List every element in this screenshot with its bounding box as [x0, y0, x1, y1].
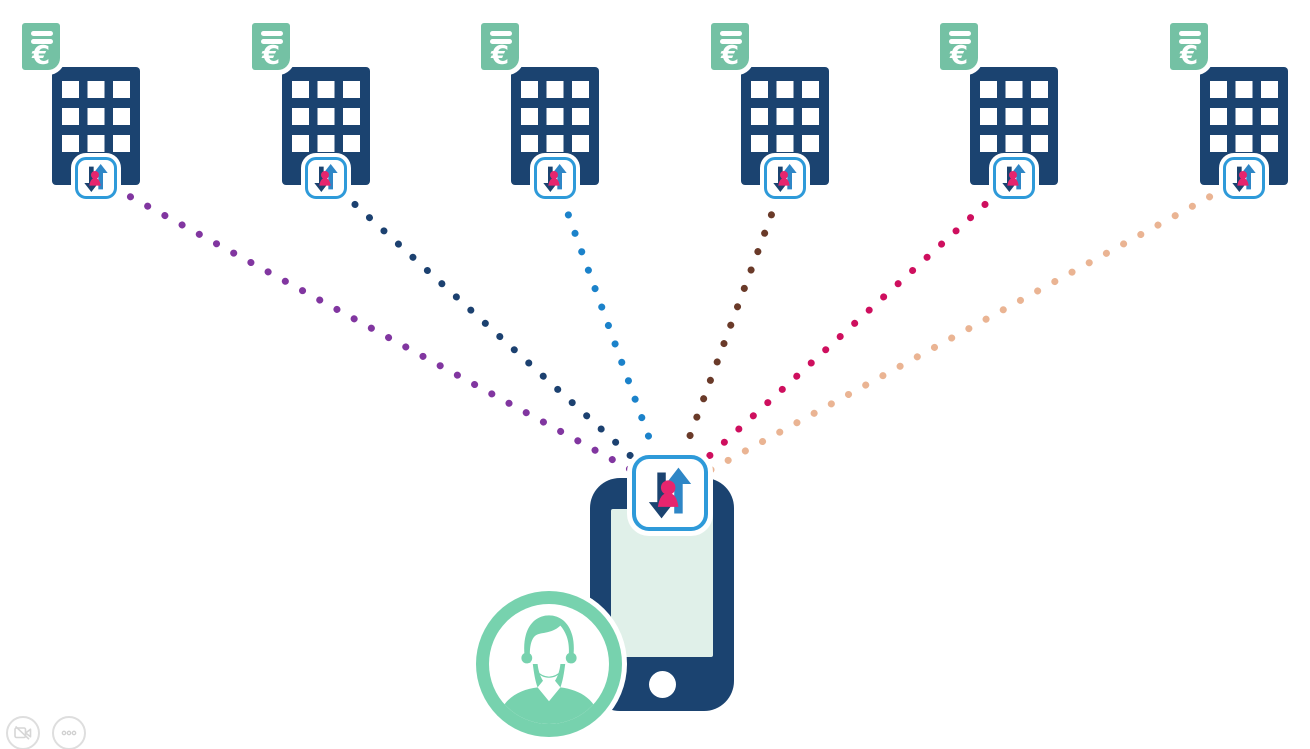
transfer-arrows-person-icon: [1228, 162, 1260, 194]
transfer-arrows-person-icon: [310, 162, 342, 194]
invoice-text-line: [720, 31, 742, 36]
invoice-text-line: [949, 39, 971, 44]
dotted-connection-1: [92, 174, 672, 494]
euro-symbol: €: [949, 41, 969, 71]
person-face-icon: [489, 604, 609, 724]
call-controls: [6, 716, 86, 749]
more-options-icon: [59, 723, 79, 743]
invoice-text-line: [490, 39, 512, 44]
invoice-text-line: [1179, 31, 1201, 36]
supplier-building-3: €: [481, 23, 601, 205]
invoice-text-line: [1179, 39, 1201, 44]
transfer-arrows-person-icon: [998, 162, 1030, 194]
transfer-arrows-person-icon: [641, 464, 699, 522]
euro-symbol: €: [261, 41, 281, 71]
invoice-euro-icon: €: [711, 23, 749, 70]
dotted-connection-4: [666, 174, 789, 494]
exchange-app-icon: [993, 157, 1035, 199]
central-exchange-app-icon: [632, 455, 708, 531]
supplier-building-4: €: [711, 23, 831, 205]
invoice-euro-icon: €: [1170, 23, 1208, 70]
avatar-inner-circle: [489, 604, 609, 724]
invoice-text-line: [31, 39, 53, 44]
dotted-connection-6: [670, 174, 1248, 494]
euro-symbol: €: [720, 41, 740, 71]
more-options-button[interactable]: [52, 716, 86, 749]
transfer-arrows-person-icon: [539, 162, 571, 194]
invoice-text-line: [949, 31, 971, 36]
supplier-building-5: €: [940, 23, 1060, 205]
exchange-app-icon: [534, 157, 576, 199]
invoice-euro-icon: €: [22, 23, 60, 70]
dotted-connection-2: [322, 174, 672, 494]
invoice-euro-icon: €: [252, 23, 290, 70]
camera-off-icon: [13, 723, 33, 743]
invoice-text-line: [490, 31, 512, 36]
euro-symbol: €: [31, 41, 51, 71]
euro-symbol: €: [1179, 41, 1199, 71]
invoice-euro-icon: €: [481, 23, 519, 70]
invoice-text-line: [31, 31, 53, 36]
exchange-app-icon: [1223, 157, 1265, 199]
dotted-connection-5: [668, 174, 1018, 494]
invoice-text-line: [720, 39, 742, 44]
invoice-text-line: [261, 39, 283, 44]
euro-symbol: €: [490, 41, 510, 71]
exchange-app-icon: [764, 157, 806, 199]
invoice-text-line: [261, 31, 283, 36]
exchange-app-icon: [75, 157, 117, 199]
dotted-connection-3: [551, 174, 672, 494]
transfer-arrows-person-icon: [769, 162, 801, 194]
supplier-building-2: €: [252, 23, 372, 205]
user-avatar: [476, 591, 622, 737]
exchange-app-icon: [305, 157, 347, 199]
phone-home-button: [649, 671, 676, 698]
camera-off-button[interactable]: [6, 716, 40, 749]
supplier-building-6: €: [1170, 23, 1290, 205]
invoice-euro-icon: €: [940, 23, 978, 70]
transfer-arrows-person-icon: [80, 162, 112, 194]
supplier-building-1: €: [22, 23, 142, 205]
phone-screen: [611, 509, 713, 657]
